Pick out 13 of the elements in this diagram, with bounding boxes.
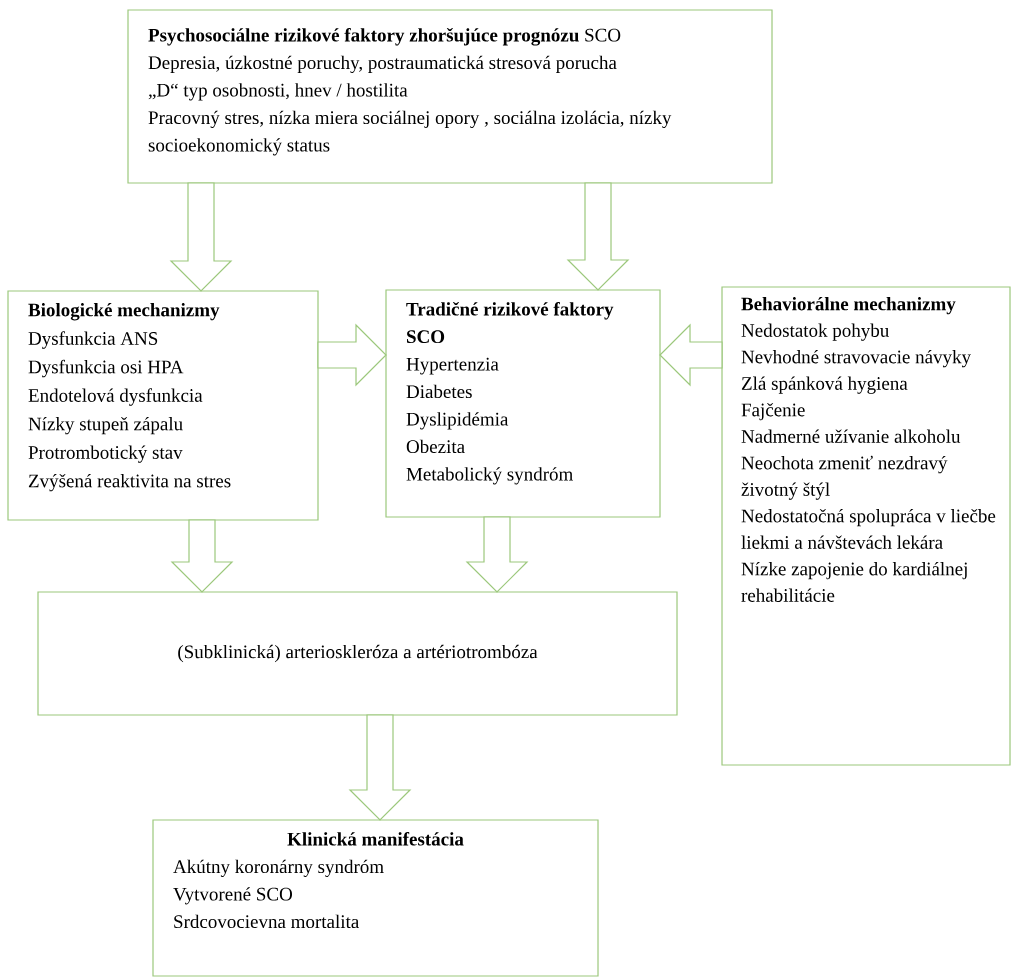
block-arrow: [169, 182, 233, 292]
text-box: Psychosociálne rizikové faktory zhoršujúce prognózu SCO Depresia, úzkostné poruchy, postraumatická stresová porucha „D“ typ osobnosti, hnev / hostilita Pracovný stres, nízka miera sociálnej opory , sociálna izolácia, nízky socioekonomický status: [127, 9, 773, 184]
text-box: Klinická manifestácia Akútny koronárny syndróm Vytvorené SCO Srdcovocievna mortalita: [152, 819, 599, 977]
block-arrow: [566, 182, 630, 291]
text-box: Tradičné rizikové faktory SCO Hypertenzia Diabetes Dyslipidémia Obezita Metabolický syndróm: [385, 289, 661, 518]
block-arrow: [170, 519, 234, 593]
text-box: Behaviorálne mechanizmy Nedostatok pohybu Nevhodné stravovacie návyky Zlá spánková hygiena Fajčenie Nadmerné užívanie alkoholu Neochota zmeniť nezdravý životný štýl Nedostatočná spolupráca v liečbe liekmi a návštevách lekára Nízke zapojenie do kardiálnej rehabilitácie: [721, 286, 1011, 766]
block-arrow: [348, 714, 412, 821]
block-arrow: [659, 323, 723, 387]
text-box: Biologické mechanizmy Dysfunkcia ANS Dysfunkcia osi HPA Endotelová dysfunkcia Nízky stupeň zápalu Protrombotický stav Zvýšená reaktivita na stres: [7, 290, 319, 521]
text-box: (Subklinická) arterioskleróza a artériotrombóza: [37, 591, 678, 716]
block-arrow: [465, 516, 529, 593]
block-arrow: [317, 323, 387, 387]
